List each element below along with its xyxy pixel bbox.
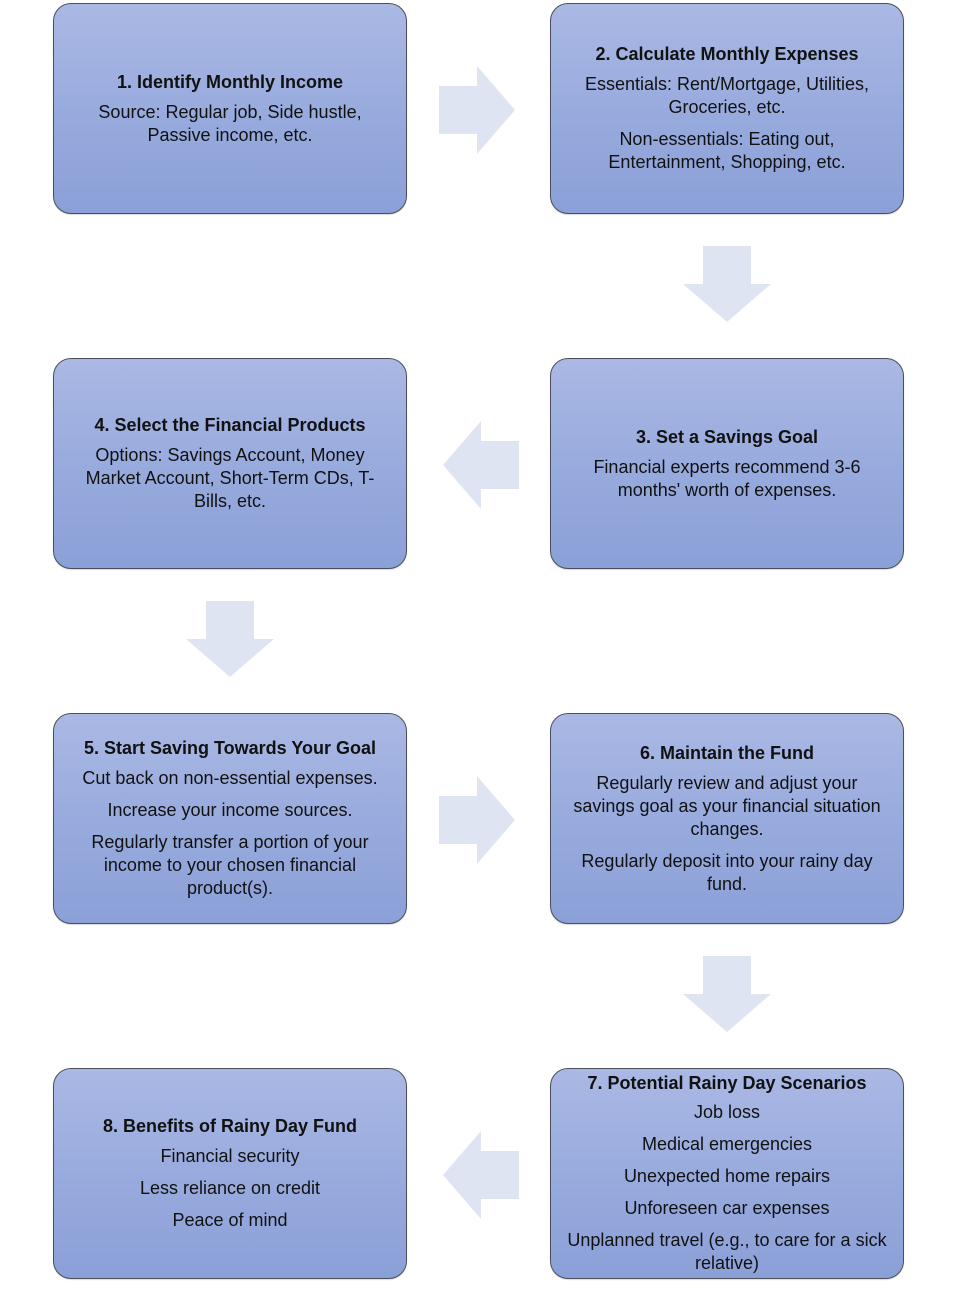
step-8-box: 8. Benefits of Rainy Day Fund Financial … <box>53 1068 407 1279</box>
step-5-box: 5. Start Saving Towards Your Goal Cut ba… <box>53 713 407 924</box>
step-8-title: 8. Benefits of Rainy Day Fund <box>102 1116 358 1136</box>
step-3-box: 3. Set a Savings Goal Financial experts … <box>550 358 904 569</box>
step-5-line-3: Regularly transfer a portion of your inc… <box>91 832 369 898</box>
step-7-line-5: Unplanned travel (e.g., to care for a si… <box>567 1230 887 1273</box>
arrow-right-1-to-2 <box>439 66 515 154</box>
step-7-line-2: Medical emergencies <box>641 1134 813 1154</box>
step-8-line-1: Financial security <box>160 1146 300 1166</box>
arrow-down-shape <box>683 956 771 1032</box>
step-7-line-3: Unexpected home repairs <box>623 1166 831 1186</box>
step-1-box: 1. Identify Monthly Income Source: Regul… <box>53 3 407 214</box>
step-1-line-1: Source: Regular job, Side hustle, Passiv… <box>98 101 362 145</box>
arrow-right-shape <box>439 776 515 864</box>
step-3-title: 3. Set a Savings Goal <box>635 426 819 447</box>
step-2-line-2: Non-essentials: Eating out, Entertainmen… <box>608 129 846 172</box>
arrow-down-shape <box>683 246 771 322</box>
step-6-line-2: Regularly deposit into your rainy day fu… <box>581 850 873 894</box>
arrow-down-4-to-5 <box>186 601 274 677</box>
step-2-line-1: Essentials: Rent/Mortgage, Utilities, Gr… <box>584 74 870 117</box>
step-2-box: 2. Calculate Monthly Expenses Essentials… <box>550 3 904 214</box>
arrow-left-7-to-8 <box>443 1131 519 1219</box>
step-8-line-2: Less reliance on credit <box>139 1178 321 1198</box>
arrow-down-6-to-7 <box>683 956 771 1032</box>
step-7-line-1: Job loss <box>693 1102 761 1122</box>
step-5-line-2: Increase your income sources. <box>107 800 353 820</box>
step-4-title: 4. Select the Financial Products <box>94 415 366 435</box>
arrow-left-3-to-4 <box>443 421 519 509</box>
step-5-line-1: Cut back on non-essential expenses. <box>82 768 378 788</box>
step-7-box: 7. Potential Rainy Day Scenarios Job los… <box>550 1068 904 1279</box>
arrow-right-5-to-6 <box>439 776 515 864</box>
arrow-right-shape <box>439 66 515 154</box>
step-5-title: 5. Start Saving Towards Your Goal <box>83 738 377 758</box>
arrow-left-shape <box>443 1131 519 1219</box>
step-2-title: 2. Calculate Monthly Expenses <box>595 44 859 64</box>
step-1-title: 1. Identify Monthly Income <box>116 71 344 92</box>
step-4-line-1: Options: Savings Account, Money Market A… <box>85 445 375 511</box>
step-4-box: 4. Select the Financial Products Options… <box>53 358 407 569</box>
arrow-down-2-to-3 <box>683 246 771 322</box>
step-7-title: 7. Potential Rainy Day Scenarios <box>587 1073 867 1093</box>
step-3-line-1: Financial experts recommend 3-6 months' … <box>593 456 861 500</box>
step-6-box: 6. Maintain the Fund Regularly review an… <box>550 713 904 924</box>
arrow-left-shape <box>443 421 519 509</box>
arrow-down-shape <box>186 601 274 677</box>
step-6-title: 6. Maintain the Fund <box>640 742 814 763</box>
step-6-line-1: Regularly review and adjust your savings… <box>573 772 881 839</box>
step-8-line-3: Peace of mind <box>172 1210 288 1230</box>
step-7-line-4: Unforeseen car expenses <box>624 1198 830 1218</box>
